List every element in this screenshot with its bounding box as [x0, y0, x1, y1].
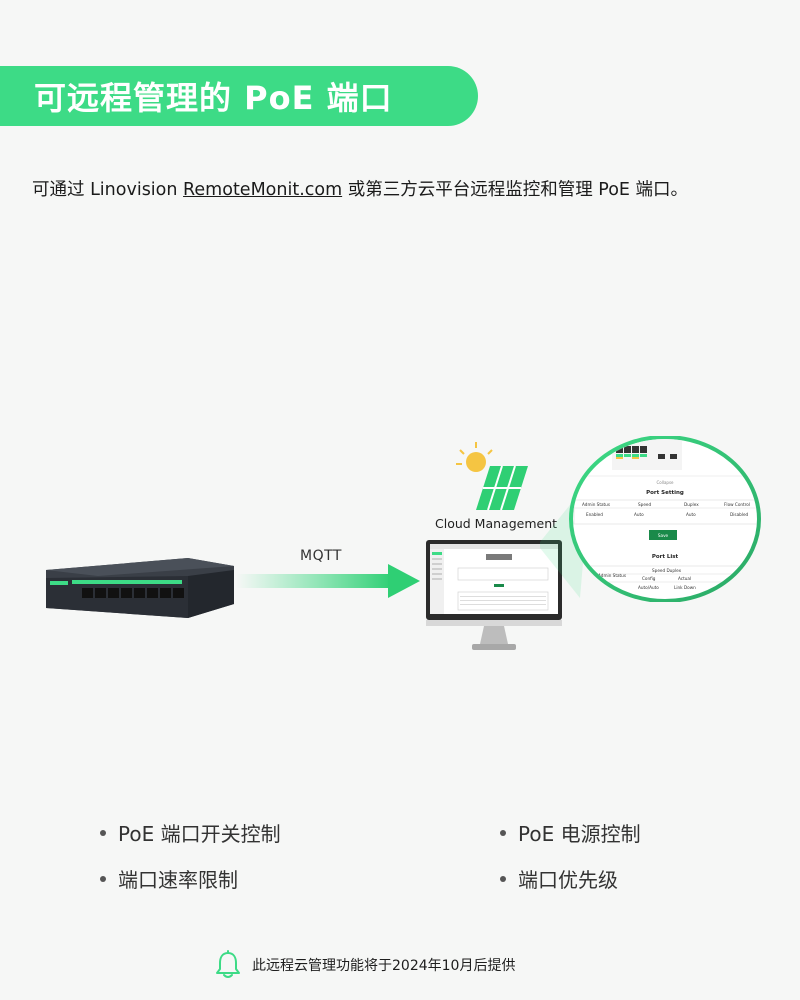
bullet-icon [100, 829, 106, 836]
zoom-col-speed: Speed [638, 502, 651, 507]
remotemonit-link[interactable]: RemoteMonit.com [183, 180, 343, 200]
sun-panel-icon [456, 442, 528, 511]
feature-item-port-priority: 端口优先级 [500, 864, 618, 893]
zoom-save-button: Save [658, 533, 669, 538]
intro-prefix: 可通过 Linovision [32, 180, 184, 200]
zoom-list-val-actual: Link Down [674, 585, 696, 590]
availability-notice: 此远程云管理功能将于2024年10月后提供 [214, 950, 515, 980]
zoom-col-duplex: Duplex [684, 502, 699, 507]
zoom-val-duplex: Auto [686, 512, 696, 517]
notice-text: 此远程云管理功能将于2024年10月后提供 [252, 958, 516, 974]
poe-switch-image [46, 558, 234, 618]
feature-label: 端口优先级 [518, 868, 618, 892]
zoom-list-col-admin: Admin Status [598, 573, 626, 578]
zoom-port-setting-title: Port Setting [646, 490, 684, 496]
feature-label: 端口速率限制 [118, 868, 238, 892]
bell-icon [216, 950, 240, 978]
mqtt-label: MQTT [300, 548, 342, 564]
zoom-list-val-config: Auto/Auto [638, 585, 659, 590]
zoom-port-list-title: Port List [652, 554, 679, 560]
mqtt-arrow [236, 564, 420, 598]
intro-suffix: 或第三方云平台远程监控和管理 PoE 端口。 [342, 180, 689, 200]
page-title: 可远程管理的 PoE 端口 [34, 79, 393, 117]
zoom-col-admin-status: Admin Status [582, 502, 610, 507]
feature-label: PoE 端口开关控制 [118, 822, 281, 846]
monitor-image [426, 540, 562, 650]
cloud-management-label: Cloud Management [435, 516, 558, 531]
zoom-col-flow-control: Flow Control [724, 502, 750, 507]
bullet-icon [500, 875, 506, 882]
zoom-val-speed: Auto [634, 512, 644, 517]
zoom-list-col-speed-duplex: Speed Duplex [652, 568, 682, 573]
feature-item-poe-port-switch: PoE 端口开关控制 [100, 818, 281, 847]
zoom-list-sub-actual: Actual [678, 576, 691, 581]
zoom-val-flow-control: Disabled [730, 512, 749, 517]
feature-item-poe-power: PoE 电源控制 [500, 818, 641, 847]
feature-item-rate-limit: 端口速率限制 [100, 864, 238, 893]
zoom-detail-circle: Collapse Port Setting Admin Status Speed… [569, 436, 761, 602]
bullet-icon [500, 829, 506, 836]
zoom-val-admin-status: Enabled [586, 512, 603, 517]
bullet-icon [100, 875, 106, 882]
title-banner: 可远程管理的 PoE 端口 [0, 66, 478, 126]
zoom-collapse-text: Collapse [657, 480, 675, 485]
zoom-list-sub-config: Config [642, 576, 656, 581]
intro-text: 可通过 Linovision RemoteMonit.com 或第三方云平台远程… [32, 176, 772, 201]
feature-label: PoE 电源控制 [518, 822, 641, 846]
